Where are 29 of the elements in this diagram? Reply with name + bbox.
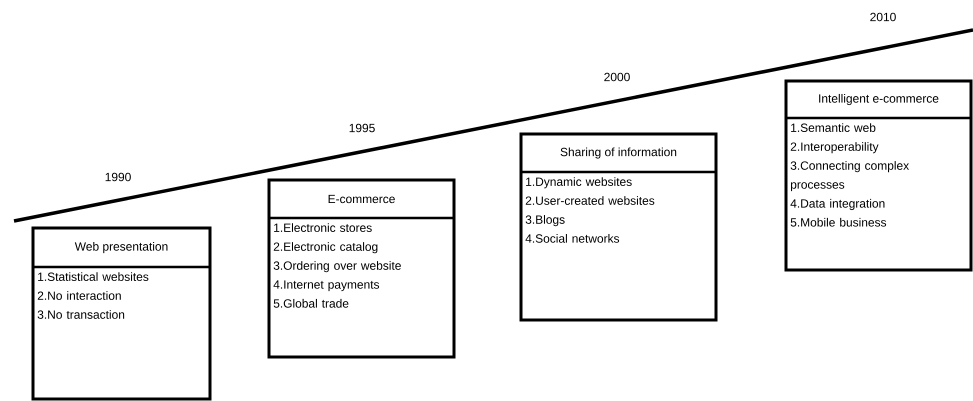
list-item: 2.Interoperability [790, 142, 879, 154]
card-heading: Web presentation [74, 242, 168, 254]
list-item: 1.Semantic web [791, 123, 876, 132]
list-item: 1.Statistical websites [38, 272, 148, 281]
list-item: 2.No interaction [38, 291, 121, 300]
list-item: 1.Dynamic websites [526, 177, 632, 188]
list-item: 2.Electronic catalog [274, 242, 378, 254]
list-item: 4.Data integration [790, 198, 884, 210]
list-item: 4.Social networks [525, 234, 620, 243]
list-item: 3.Ordering over website [274, 261, 401, 272]
list-item: 3.No transaction [38, 310, 124, 319]
card-box [268, 178, 456, 358]
list-item: 3.Connecting complex processes [790, 161, 909, 192]
card-heading: Intelligent e-commerce [819, 94, 938, 106]
list-item: 2.User-created websites [526, 196, 654, 205]
card-heading: E-commerce [328, 194, 395, 204]
year-label: 1995 [350, 124, 375, 132]
year-label: 2000 [604, 72, 630, 82]
list-item: 1.Electronic stores [274, 223, 372, 232]
card-box [32, 226, 212, 400]
list-item: 3.Blogs [526, 215, 565, 226]
card-heading: Sharing of information [560, 147, 676, 159]
list-item: 4.Internet payments [273, 280, 380, 292]
list-item: 5.Global trade [274, 298, 348, 308]
list-item: 5.Mobile business [790, 218, 886, 227]
year-label: 1990 [106, 172, 131, 182]
card-box [784, 80, 972, 272]
card-box [520, 132, 718, 322]
year-label: 2010 [870, 12, 896, 22]
